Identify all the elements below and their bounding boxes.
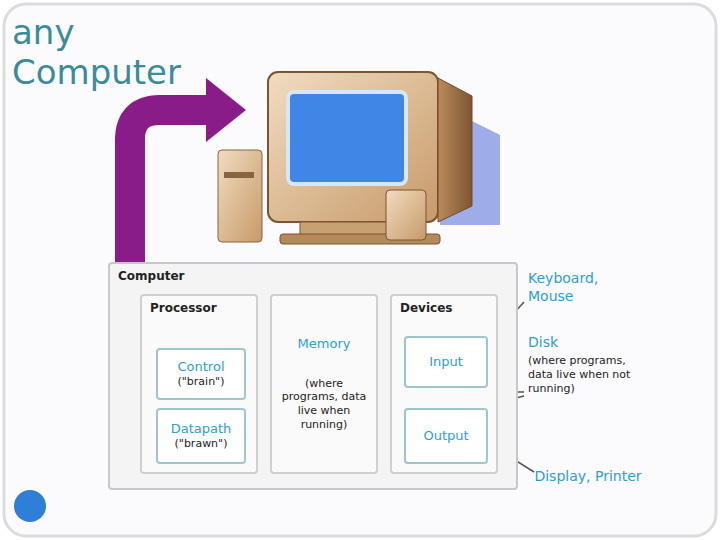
box-heading: Devices xyxy=(400,301,488,316)
box-heading: Control xyxy=(162,359,240,375)
page-badge xyxy=(14,490,46,522)
devices-box: DevicesInputOutput xyxy=(390,294,498,474)
box-heading: Output xyxy=(410,428,482,444)
slide-frame xyxy=(4,4,716,536)
computer-tower xyxy=(218,150,262,242)
computer-box: ComputerProcessorControl("brain") Datapat… xyxy=(108,262,518,490)
device-label: Disk xyxy=(528,334,646,352)
slide-title: any Computer xyxy=(12,12,202,92)
processor-box: ProcessorControl("brain") Datapath("brawn… xyxy=(140,294,258,474)
box-body: ("brawn") xyxy=(162,437,240,451)
output-box: Output xyxy=(404,408,488,464)
datapath-box: Datapath("brawn") xyxy=(156,408,246,464)
drive-slot xyxy=(224,172,254,178)
device-note: (where programs, data live when not runn… xyxy=(528,354,638,395)
box-heading: Datapath xyxy=(162,421,240,437)
control-box: Control("brain") xyxy=(156,348,246,400)
input-box: Input xyxy=(404,336,488,388)
memory-box: Memory (where programs, data live when ru… xyxy=(270,294,378,474)
purple-arrowhead xyxy=(206,78,246,142)
device-label: Display, Printer xyxy=(528,468,648,486)
box-body: ("brain") xyxy=(162,375,240,389)
speaker xyxy=(386,190,426,240)
purple-arrow xyxy=(130,110,212,262)
monitor-side xyxy=(438,78,472,222)
box-heading: Input xyxy=(410,354,482,370)
box-heading: Processor xyxy=(150,301,248,316)
box-heading: Computer xyxy=(118,269,508,284)
device-label: Keyboard, Mouse xyxy=(528,270,646,305)
box-body: (where programs, data live when running) xyxy=(276,377,372,432)
box-heading: Memory xyxy=(276,336,372,352)
monitor-screen xyxy=(288,92,406,184)
